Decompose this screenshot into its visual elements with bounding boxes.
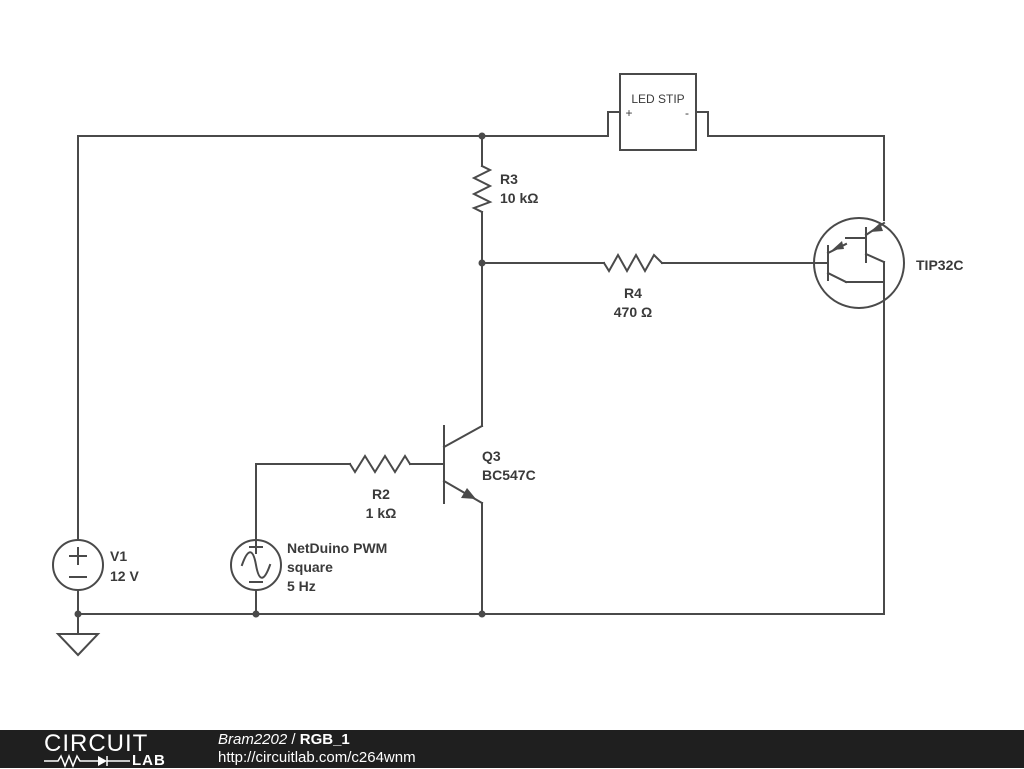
tip32c-model: TIP32C — [916, 257, 963, 273]
brand-lab-text: LAB — [132, 752, 166, 769]
r3-value: 10 kΩ — [500, 190, 538, 206]
junction-dot — [74, 610, 82, 618]
circuit-title[interactable]: RGB_1 — [299, 731, 350, 748]
author-link[interactable]: Bram2202 — [218, 731, 288, 748]
r4-value: 470 Ω — [614, 304, 652, 320]
circuit-meta: Bram2202 / RGB_1 http://circuitlab.com/c… — [218, 731, 416, 767]
junctions — [74, 132, 486, 618]
transistor-tip32c[interactable]: TIP32C — [813, 217, 963, 309]
ground-symbol[interactable] — [55, 633, 101, 657]
junction-dot — [252, 610, 260, 618]
voltage-source-v1[interactable]: V1 12 V — [52, 539, 139, 591]
r2-name: R2 — [372, 486, 390, 502]
schematic-canvas: LED STIP + - R3 10 kΩ R4 470 Ω R2 1 kΩ Q… — [52, 73, 963, 657]
led-strip[interactable]: LED STIP + - — [619, 73, 697, 151]
resistor-r4[interactable]: R4 470 Ω — [602, 252, 664, 320]
circuit-url[interactable]: http://circuitlab.com/c264wnm — [218, 749, 416, 766]
r4-name: R4 — [624, 285, 642, 301]
brand-circuit-text: CIRCUIT — [44, 730, 149, 757]
r2-value: 1 kΩ — [366, 505, 397, 521]
v1-name: V1 — [110, 548, 127, 564]
resistor-diode-icon — [44, 754, 130, 768]
pwm-source[interactable]: NetDuino PWM square 5 Hz — [230, 539, 387, 594]
pwm-label-line2: square — [287, 559, 333, 575]
led-strip-label: LED STIP — [631, 92, 684, 106]
v1-value: 12 V — [110, 568, 139, 584]
q3-model: BC547C — [482, 467, 536, 483]
led-plus-label: + — [625, 106, 632, 120]
transistor-q3[interactable]: Q3 BC547C — [442, 424, 536, 505]
q3-name: Q3 — [482, 448, 501, 464]
junction-dot — [478, 259, 486, 267]
led-minus-label: - — [685, 106, 689, 120]
author-title-line: Bram2202 / RGB_1 — [218, 731, 416, 749]
pwm-label-line3: 5 Hz — [287, 578, 316, 594]
pwm-label-line1: NetDuino PWM — [287, 540, 387, 556]
path-separator: / — [287, 731, 300, 748]
junction-dot — [478, 132, 486, 140]
footer-bar: CIRCUIT LAB Bram2202 / RGB_1 http://circ… — [0, 730, 1024, 769]
resistor-r2[interactable]: R2 1 kΩ — [348, 454, 412, 521]
junction-dot — [478, 610, 486, 618]
resistor-r3[interactable]: R3 10 kΩ — [471, 164, 538, 214]
r3-name: R3 — [500, 171, 518, 187]
circuitlab-logo[interactable]: CIRCUIT LAB — [44, 730, 176, 769]
